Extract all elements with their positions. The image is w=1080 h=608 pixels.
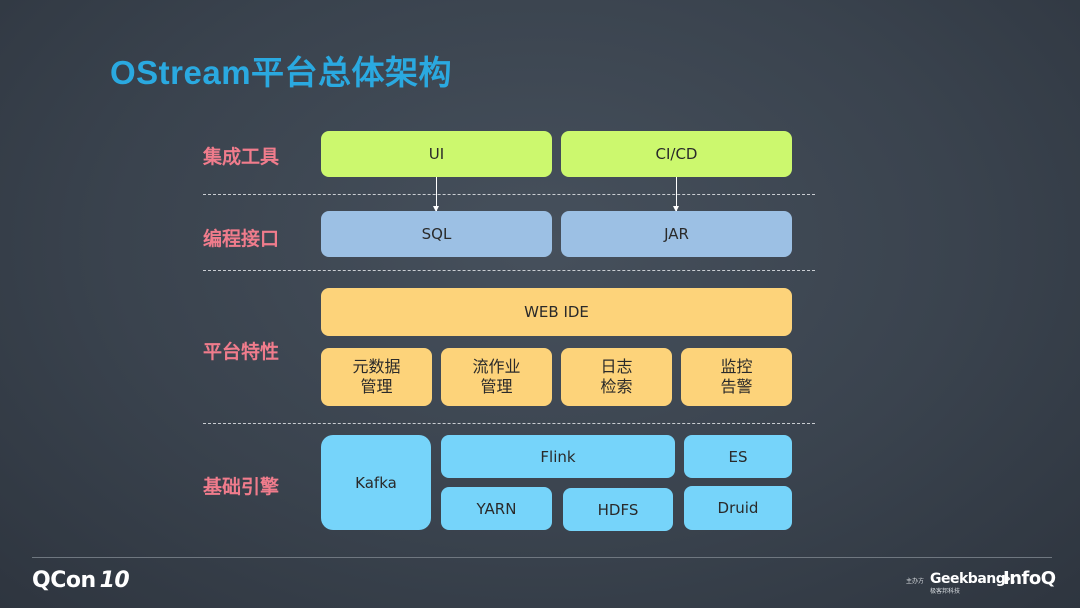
box-job-line1: 流作业 <box>472 357 521 376</box>
box-log-line1: 日志 <box>600 357 633 376</box>
box-metadata-line2: 管理 <box>360 377 393 396</box>
row-label-programming-interface: 编程接口 <box>203 229 280 250</box>
page-title: OStream平台总体架构 <box>110 54 453 91</box>
box-cicd: CI/CD <box>561 131 792 177</box>
box-job-line2: 管理 <box>480 377 513 396</box>
footer-divider <box>32 557 1052 558</box>
box-monitor-line1: 监控 <box>720 357 753 376</box>
box-sql: SQL <box>321 211 552 257</box>
geekbang-logo: Geekbang›. <box>930 571 1016 587</box>
box-flink: Flink <box>441 435 675 478</box>
box-log-search: 日志 检索 <box>561 348 672 406</box>
geekbang-subtitle: 极客邦科技 <box>930 589 961 595</box>
row-label-platform-features: 平台特性 <box>203 342 280 363</box>
row-label-integration-tools: 集成工具 <box>203 147 280 168</box>
box-jar: JAR <box>561 211 792 257</box>
box-es: ES <box>684 435 792 478</box>
box-hdfs: HDFS <box>563 488 673 531</box>
box-log-line2: 检索 <box>600 377 633 396</box>
box-metadata-line1: 元数据 <box>352 357 401 376</box>
box-web-ide: WEB IDE <box>321 288 792 336</box>
qcon-edition: 10 <box>99 568 130 593</box>
box-monitor-alert: 监控 告警 <box>681 348 792 406</box>
arrow-cicd-to-jar <box>673 177 679 212</box>
box-job-management: 流作业 管理 <box>441 348 552 406</box>
divider-1 <box>203 194 815 195</box>
divider-3 <box>203 423 815 424</box>
arrow-ui-to-sql <box>433 177 439 212</box>
qcon-logo-text: QCon <box>32 568 96 593</box>
divider-2 <box>203 270 815 271</box>
box-ui: UI <box>321 131 552 177</box>
box-monitor-line2: 告警 <box>720 377 753 396</box>
infoq-logo: InfoQ <box>1003 568 1056 589</box>
box-metadata-management: 元数据 管理 <box>321 348 432 406</box>
box-druid: Druid <box>684 486 792 530</box>
row-label-base-engine: 基础引擎 <box>203 477 280 498</box>
sponsor-label: 主办方 <box>906 579 925 585</box>
box-yarn: YARN <box>441 487 552 530</box>
box-kafka: Kafka <box>321 435 431 530</box>
